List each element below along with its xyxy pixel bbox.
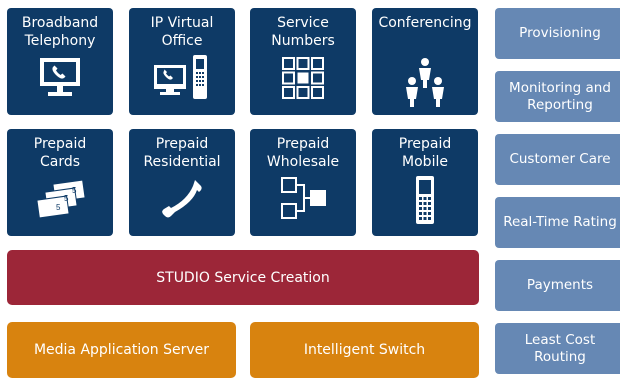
side-item-customer-care[interactable]: Customer Care bbox=[495, 134, 620, 185]
tile-broadband-telephony[interactable]: Broadband Telephony bbox=[7, 8, 113, 115]
mobile-phone-icon bbox=[372, 176, 478, 224]
tile-label: Prepaid Wholesale bbox=[266, 136, 340, 170]
intelligent-switch-box[interactable]: Intelligent Switch bbox=[250, 322, 479, 378]
tile-label: Broadband Telephony bbox=[21, 15, 99, 49]
side-item-label: Provisioning bbox=[519, 25, 601, 41]
card-number: 5 bbox=[72, 186, 77, 195]
tile-label: Service Numbers bbox=[271, 15, 335, 49]
tile-label: Conferencing bbox=[378, 15, 472, 31]
side-item-real-time-rating[interactable]: Real-Time Rating bbox=[495, 197, 620, 248]
tile-prepaid-residential[interactable]: Prepaid Residential bbox=[129, 129, 235, 236]
prepaid-cards-icon: 5 5 5 bbox=[7, 178, 113, 226]
side-item-label: Customer Care bbox=[509, 151, 611, 167]
handset-icon bbox=[129, 176, 235, 224]
tile-label: Prepaid Cards bbox=[33, 136, 87, 170]
hierarchy-icon bbox=[250, 176, 356, 224]
side-item-payments[interactable]: Payments bbox=[495, 260, 620, 311]
phone-and-mobile-icon bbox=[129, 55, 235, 103]
tile-conferencing[interactable]: Conferencing bbox=[372, 8, 478, 115]
tile-service-numbers[interactable]: Service Numbers bbox=[250, 8, 356, 115]
tile-ip-virtual-office[interactable]: IP Virtual Office bbox=[129, 8, 235, 115]
side-item-label: Payments bbox=[526, 277, 594, 293]
side-item-label: Least Cost Routing bbox=[524, 331, 596, 365]
tile-label: IP Virtual Office bbox=[150, 15, 214, 49]
studio-label: STUDIO Service Creation bbox=[156, 269, 330, 286]
server-label: Media Application Server bbox=[33, 342, 210, 358]
tile-label: Prepaid Mobile bbox=[398, 136, 452, 170]
side-item-least-cost-routing[interactable]: Least Cost Routing bbox=[495, 323, 620, 374]
tile-prepaid-wholesale[interactable]: Prepaid Wholesale bbox=[250, 129, 356, 236]
studio-service-creation-bar[interactable]: STUDIO Service Creation bbox=[7, 250, 479, 305]
tile-label: Prepaid Residential bbox=[143, 136, 221, 170]
tile-prepaid-cards[interactable]: Prepaid Cards 5 5 5 bbox=[7, 129, 113, 236]
monitor-phone-icon bbox=[7, 55, 113, 103]
side-item-provisioning[interactable]: Provisioning bbox=[495, 8, 620, 59]
keypad-grid-icon bbox=[250, 55, 356, 103]
media-application-server-box[interactable]: Media Application Server bbox=[7, 322, 236, 378]
people-group-icon bbox=[372, 57, 478, 109]
side-item-label: Monitoring and Reporting bbox=[509, 79, 611, 113]
card-number: 5 bbox=[56, 203, 61, 212]
side-item-label: Real-Time Rating bbox=[503, 214, 617, 230]
card-number: 5 bbox=[64, 194, 69, 203]
tile-prepaid-mobile[interactable]: Prepaid Mobile bbox=[372, 129, 478, 236]
server-label: Intelligent Switch bbox=[303, 342, 426, 358]
side-item-monitoring-reporting[interactable]: Monitoring and Reporting bbox=[495, 71, 620, 122]
